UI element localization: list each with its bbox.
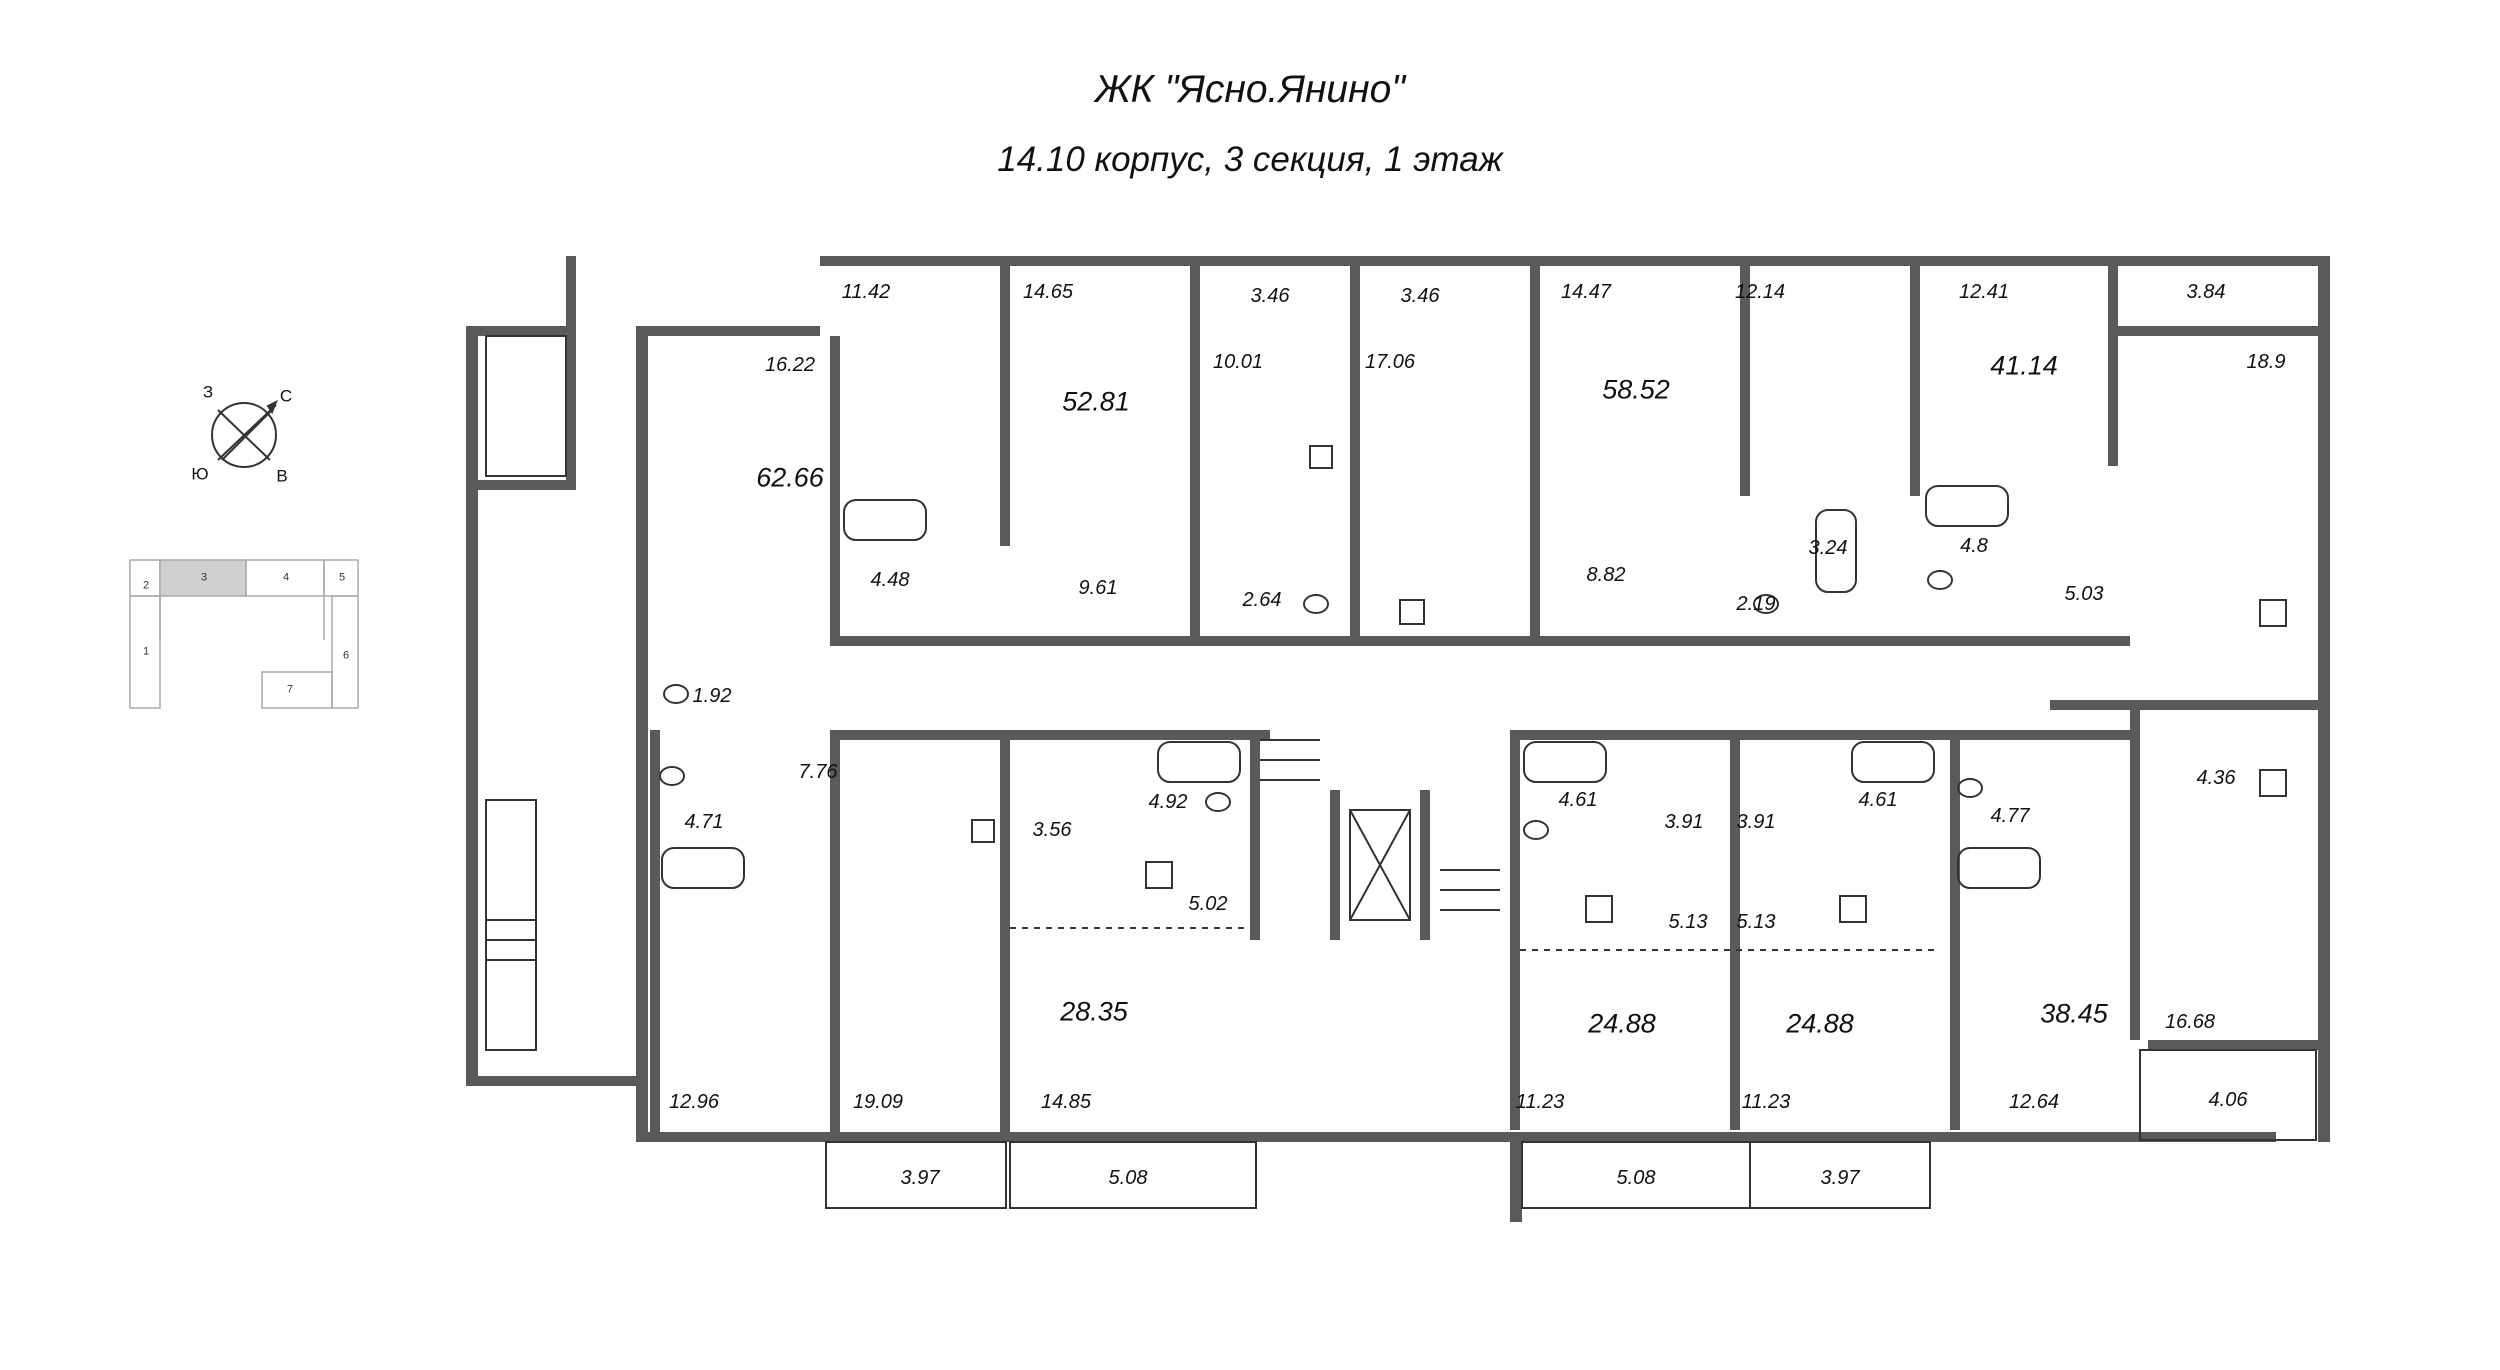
apt-24-88-b-room-area: 3.91 [1736,811,1776,833]
key-plan-section-5: 5 [338,571,346,584]
key-plan-section-3: 3 [200,571,208,584]
apt-41-14-total-area: 41.14 [1990,350,2058,381]
apt-28-35-room-area: 5.08 [1108,1167,1148,1189]
apt-38-45-room-area: 4.36 [2196,767,2236,789]
apt-52-81-room-area: 9.61 [1078,577,1118,599]
apt-41-14-room-area: 4.8 [1960,535,1988,557]
apt-24-88-b-total-area: 24.88 [1786,1008,1854,1039]
apt-52-81-room-area: 2.64 [1242,589,1282,611]
apt-58-52-room-area: 12.14 [1734,281,1786,303]
walls [466,256,2330,1222]
apt-28-35-room-area: 5.02 [1188,893,1228,915]
apt-52-81-room-area: 11.42 [841,281,891,303]
compass-west-label: З [202,382,214,402]
apt-52-81-room-area: 4.48 [870,569,910,591]
fixtures [485,335,2317,1209]
apt-38-45-total-area: 38.45 [2040,998,2108,1029]
apt-58-52-room-area: 3.46 [1400,285,1440,307]
apt-24-88-a-room-area: 4.61 [1558,789,1598,811]
apt-52-81-room-area: 3.46 [1250,285,1290,307]
compass-icon [211,399,278,468]
apt-38-45-room-area: 16.68 [2164,1011,2216,1033]
apt-38-45-room-area: 4.06 [2208,1089,2248,1111]
apt-24-88-b-room-area: 4.61 [1858,789,1898,811]
key-plan-section-2: 2 [142,579,150,592]
apt-58-52-room-area: 8.82 [1586,564,1626,586]
apt-52-81-room-area: 14.65 [1022,281,1074,303]
apt-62-66-room-area: 16.22 [764,354,816,376]
apt-28-35-room-area: 4.92 [1148,791,1188,813]
apt-58-52-room-area: 14.47 [1560,281,1612,303]
apt-24-88-b-room-area: 5.13 [1736,911,1776,933]
apt-41-14-room-area: 3.84 [2186,281,2226,303]
key-plan-section-7: 7 [286,683,294,696]
apt-62-66-room-area: 7.76 [798,761,838,783]
apt-58-52-room-area: 17.06 [1364,351,1416,373]
compass-south-label: Ю [191,464,209,484]
apt-24-88-b-room-area: 11.23 [1741,1091,1791,1113]
key-plan-section-4: 4 [282,571,290,584]
apt-24-88-a-total-area: 24.88 [1588,1008,1656,1039]
compass-east-label: В [276,466,288,486]
apt-58-52-room-area: 3.24 [1808,537,1848,559]
apt-41-14-room-area: 12.41 [1958,281,2010,303]
apt-24-88-a-room-area: 3.91 [1664,811,1704,833]
apt-28-35-room-area: 3.56 [1032,819,1072,841]
key-plan [129,559,359,709]
apt-24-88-b-room-area: 3.97 [1820,1167,1860,1189]
apt-62-66-room-area: 4.71 [684,811,724,833]
apt-28-35-room-area: 14.85 [1040,1091,1092,1113]
compass-north-label: С [279,386,293,406]
apt-58-52-total-area: 58.52 [1602,374,1670,405]
page-subtitle: 14.10 корпус, 3 секция, 1 этаж [997,140,1503,179]
key-plan-section-6: 6 [342,649,350,662]
apt-24-88-a-room-area: 11.23 [1515,1091,1565,1113]
apt-24-88-a-room-area: 5.13 [1668,911,1708,933]
apt-62-66-room-area: 1.92 [692,685,732,707]
apt-52-81-room-area: 10.01 [1212,351,1264,373]
apt-52-81-total-area: 52.81 [1062,386,1130,417]
apt-38-45-room-area: 12.64 [2008,1091,2060,1113]
apt-62-66-total-area: 62.66 [756,462,824,493]
apt-41-14-room-area: 18.9 [2246,351,2286,373]
key-plan-section-1: 1 [142,645,150,658]
apt-58-52-room-area: 2.19 [1736,593,1776,615]
apt-41-14-room-area: 5.03 [2064,583,2104,605]
page-title: ЖК "Ясно.Янино" [1094,68,1406,111]
apt-28-35-total-area: 28.35 [1060,996,1128,1027]
apt-28-35-room-area: 19.09 [852,1091,904,1113]
apt-62-66-room-area: 12.96 [668,1091,720,1113]
apt-24-88-a-room-area: 5.08 [1616,1167,1656,1189]
apt-38-45-room-area: 4.77 [1990,805,2030,827]
apt-62-66-room-area: 3.97 [900,1167,940,1189]
